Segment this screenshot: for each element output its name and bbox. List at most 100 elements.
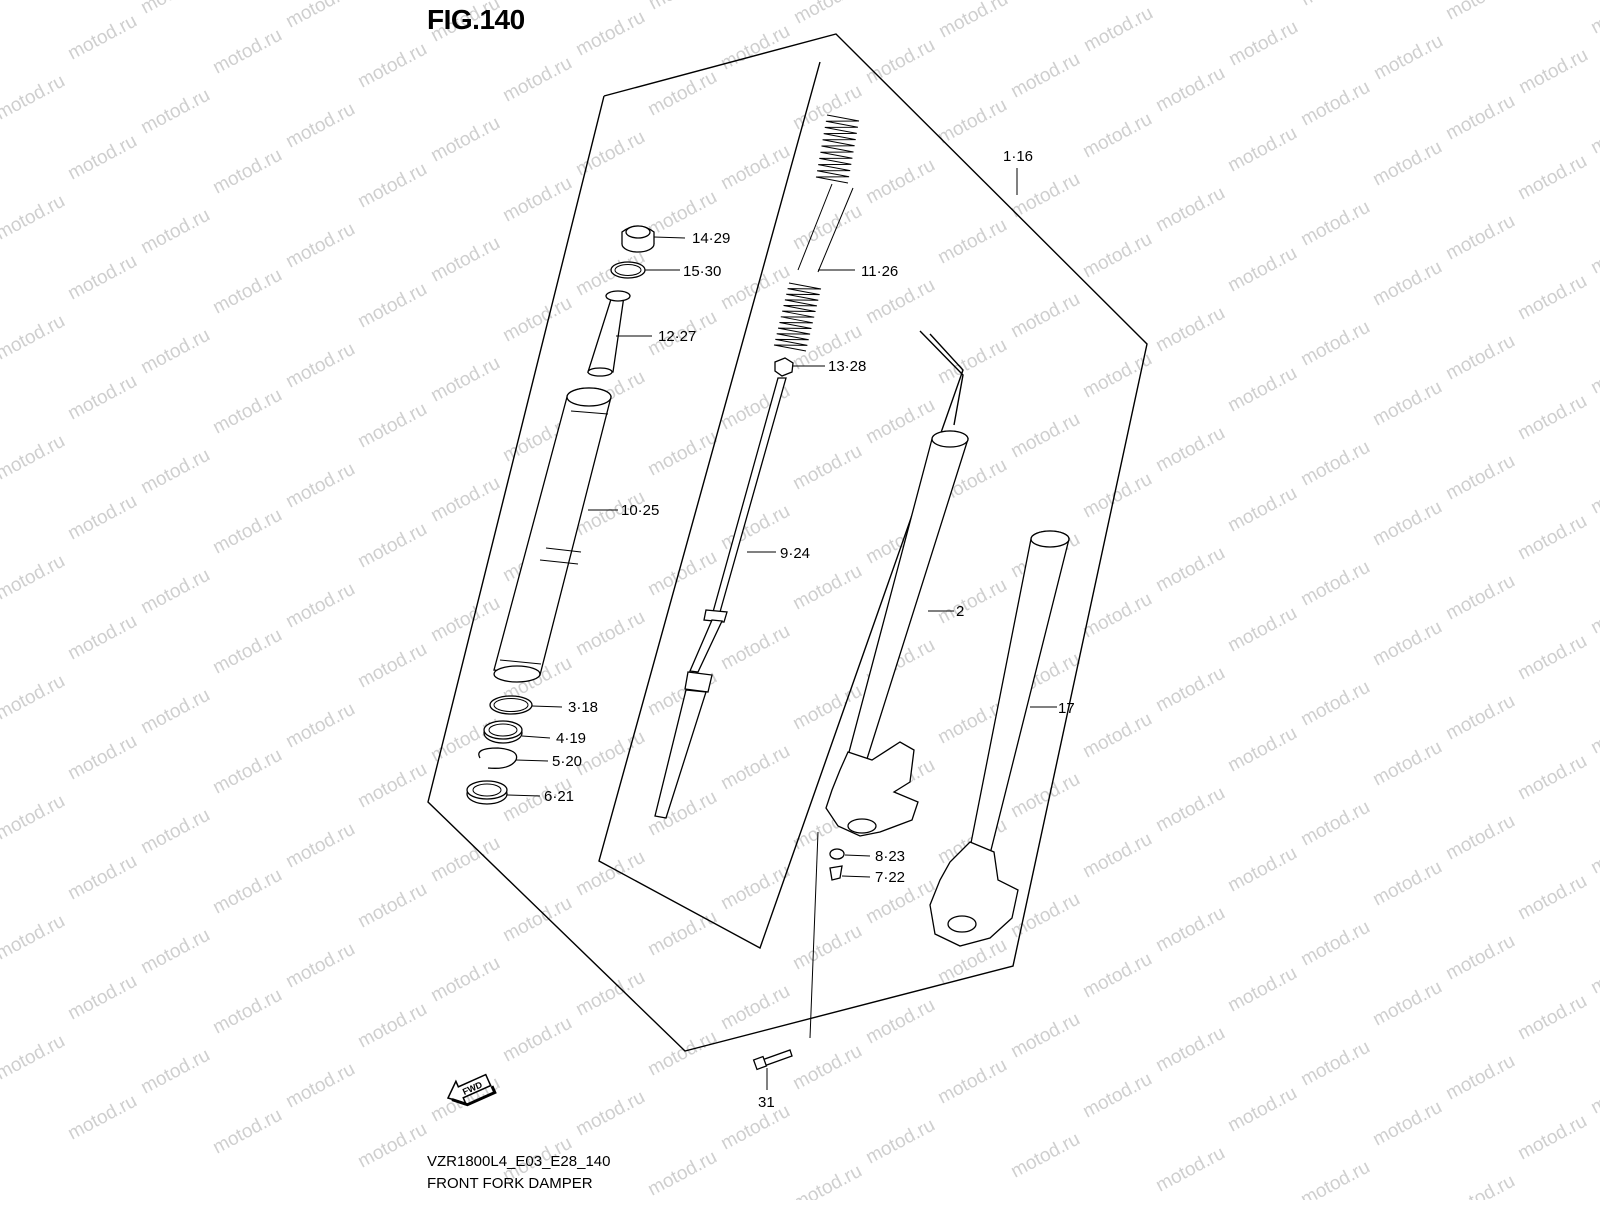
watermark-text: motod.ru xyxy=(137,565,213,619)
part-seal-ring-4 xyxy=(484,721,550,743)
watermark-text: motod.ru xyxy=(789,1161,865,1200)
watermark-text: motod.ru xyxy=(0,0,69,4)
callout-2: 2 xyxy=(956,603,964,620)
watermark-text: motod.ru xyxy=(1587,0,1600,38)
watermark-text: motod.ru xyxy=(1224,123,1300,177)
watermark-text: motod.ru xyxy=(1587,945,1600,999)
watermark-text: motod.ru xyxy=(1369,737,1445,791)
watermark-text: motod.ru xyxy=(137,925,213,979)
watermark-text: motod.ru xyxy=(934,95,1010,149)
watermark-text: motod.ru xyxy=(354,879,430,933)
watermark-text: motod.ru xyxy=(1514,151,1590,205)
watermark-text: motod.ru xyxy=(1224,483,1300,537)
watermark-text: motod.ru xyxy=(1442,1171,1518,1200)
callout-10-25: 10·25 xyxy=(621,502,659,519)
watermark-text: motod.ru xyxy=(1587,825,1600,879)
watermark-text: motod.ru xyxy=(427,593,503,647)
watermark-text: motod.ru xyxy=(717,861,793,915)
callout-12-27: 12·27 xyxy=(658,328,696,345)
watermark-text: motod.ru xyxy=(1587,345,1600,399)
watermark-text: motod.ru xyxy=(1224,963,1300,1017)
watermark-text: motod.ru xyxy=(354,759,430,813)
watermark-text: motod.ru xyxy=(354,519,430,573)
watermark-text: motod.ru xyxy=(1370,31,1446,85)
watermark-text: motod.ru xyxy=(1587,225,1600,279)
watermark-text: motod.ru xyxy=(0,1031,69,1085)
watermark-text: motod.ru xyxy=(644,427,720,481)
watermark-text: motod.ru xyxy=(282,0,358,32)
watermark-text: motod.ru xyxy=(572,1087,648,1141)
watermark-text: motod.ru xyxy=(1079,109,1155,163)
watermark-text: motod.ru xyxy=(137,1045,213,1099)
watermark-text: motod.ru xyxy=(644,907,720,961)
watermark-text: motod.ru xyxy=(644,1027,720,1081)
watermark-text: motod.ru xyxy=(862,395,938,449)
watermark-text: motod.ru xyxy=(1514,991,1590,1045)
watermark-text: motod.ru xyxy=(862,35,938,89)
watermark-text: motod.ru xyxy=(64,1091,140,1145)
watermark-text: motod.ru xyxy=(572,607,648,661)
watermark-text: motod.ru xyxy=(209,625,285,679)
watermark-text: motod.ru xyxy=(1442,0,1518,24)
watermark-text: motod.ru xyxy=(209,25,285,79)
watermark-text: motod.ru xyxy=(1152,783,1228,837)
watermark-text: motod.ru xyxy=(645,0,721,14)
watermark-text: motod.ru xyxy=(717,141,793,195)
watermark-text: motod.ru xyxy=(282,459,358,513)
watermark-text: motod.ru xyxy=(644,1147,720,1200)
watermark-text: motod.ru xyxy=(1152,303,1228,357)
watermark-text: motod.ru xyxy=(354,999,430,1053)
watermark-text: motod.ru xyxy=(1007,1129,1083,1183)
watermark-text: motod.ru xyxy=(282,339,358,393)
watermark-text: motod.ru xyxy=(1079,709,1155,763)
watermark-text: motod.ru xyxy=(64,131,140,185)
watermark-text: motod.ru xyxy=(64,731,140,785)
watermark-text: motod.ru xyxy=(0,911,69,965)
watermark-text: motod.ru xyxy=(1224,1083,1300,1137)
watermark-text: motod.ru xyxy=(64,371,140,425)
watermark-text: motod.ru xyxy=(1515,45,1591,99)
watermark-text: motod.ru xyxy=(572,127,648,181)
watermark-text: motod.ru xyxy=(1442,211,1518,265)
watermark-text: motod.ru xyxy=(1442,931,1518,985)
watermark-text: motod.ru xyxy=(1442,451,1518,505)
watermark-text: motod.ru xyxy=(934,215,1010,269)
watermark-text: motod.ru xyxy=(1007,889,1083,943)
watermark-text: motod.ru xyxy=(1514,871,1590,925)
watermark-text: motod.ru xyxy=(499,1013,575,1067)
model-code: VZR1800L4_E03_E28_140 xyxy=(427,1153,611,1170)
watermark-text: motod.ru xyxy=(935,0,1011,42)
watermark-text: motod.ru xyxy=(1152,543,1228,597)
part-inner-tube-left xyxy=(826,431,968,836)
watermark-text: motod.ru xyxy=(1442,571,1518,625)
watermark-text: motod.ru xyxy=(1514,1111,1590,1165)
watermark-text: motod.ru xyxy=(64,491,140,545)
watermark-text: motod.ru xyxy=(1514,631,1590,685)
watermark-text: motod.ru xyxy=(137,445,213,499)
watermark-text: motod.ru xyxy=(209,505,285,559)
watermark-text: motod.ru xyxy=(717,21,793,75)
watermark-text: motod.ru xyxy=(1297,317,1373,371)
watermark-text: motod.ru xyxy=(1152,183,1228,237)
watermark-text: motod.ru xyxy=(789,1041,865,1095)
watermark-text: motod.ru xyxy=(64,851,140,905)
watermark-text: motod.ru xyxy=(1297,197,1373,251)
callout-11-26: 11·26 xyxy=(861,263,898,280)
watermark-text: motod.ru xyxy=(1079,589,1155,643)
part-bolt-31 xyxy=(754,1050,792,1090)
part-seal-ring-3 xyxy=(490,696,562,714)
watermark-text: motod.ru xyxy=(862,1115,938,1169)
watermark-text: motod.ru xyxy=(1007,49,1083,103)
watermark-text: motod.ru xyxy=(427,953,503,1007)
watermark-text: motod.ru xyxy=(789,681,865,735)
watermark-text: motod.ru xyxy=(1007,169,1083,223)
watermark-text: motod.ru xyxy=(1007,1009,1083,1063)
watermark-text: motod.ru xyxy=(282,1059,358,1113)
callout-13-28: 13·28 xyxy=(828,358,866,375)
watermark-text: motod.ru xyxy=(209,145,285,199)
watermark-text: motod.ru xyxy=(1152,423,1228,477)
watermark-text: motod.ru xyxy=(789,561,865,615)
